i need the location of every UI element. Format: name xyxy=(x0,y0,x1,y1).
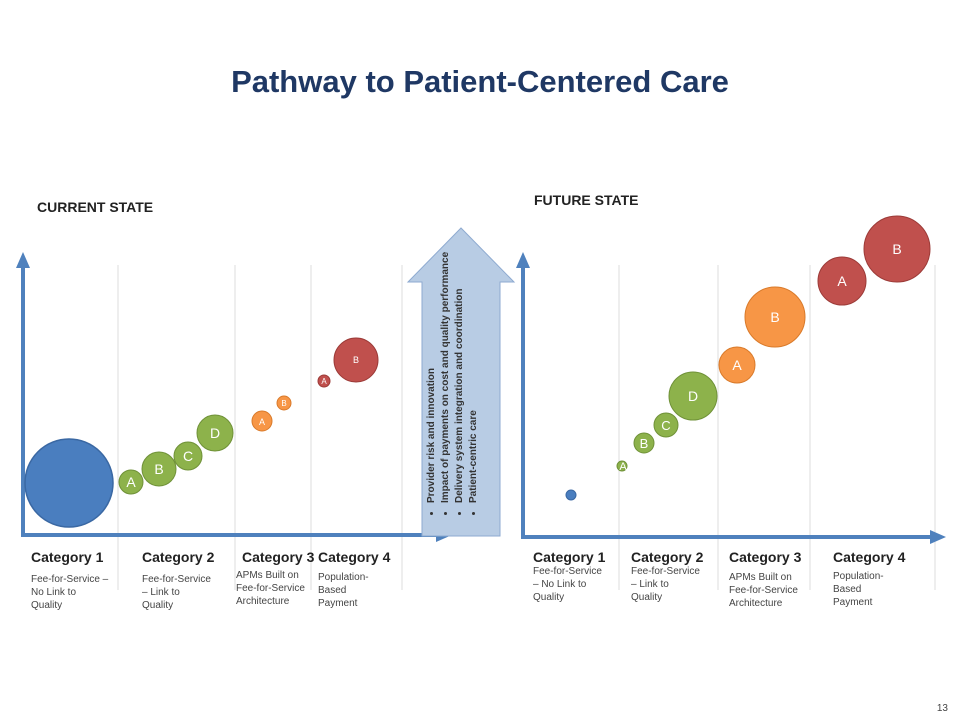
current-category-4-desc: Population- Based Payment xyxy=(318,572,369,609)
future-bubble-cat2-b-label: B xyxy=(640,436,649,451)
future-bubble-cat2-c-label: C xyxy=(661,418,670,433)
future-bubble-cat2-d xyxy=(668,371,718,421)
current-bubbles: A B C D A B A B xyxy=(24,337,379,528)
arrow-item-1: Provider risk and innovation xyxy=(425,245,439,503)
future-bubble-cat3-b xyxy=(744,286,806,348)
future-y-arrowhead xyxy=(516,252,530,268)
arrow-item-4: Patient-centric care xyxy=(467,245,481,503)
future-category-1-desc: Fee-for-Service – No Link to Quality xyxy=(533,566,602,603)
current-bubble-cat4-b xyxy=(333,337,379,383)
future-bubble-cat4-a xyxy=(817,256,867,306)
future-bubble-cat2-c xyxy=(653,412,679,438)
future-bubble-cat2-a-label: A xyxy=(619,461,627,473)
current-bubble-cat2-c-label: C xyxy=(183,448,193,464)
future-bubble-cat4-a-label: A xyxy=(837,273,847,289)
current-category-1-desc: Fee-for-Service – No Link to Quality xyxy=(31,574,109,611)
current-bubble-cat4-b-label: B xyxy=(353,355,359,365)
arrow-item-2: Impact of payments on cost and quality p… xyxy=(439,245,453,503)
progress-arrow-text: Provider risk and innovation Impact of p… xyxy=(425,245,505,515)
current-category-2-label: Category 2 xyxy=(142,549,215,565)
future-bubble-cat2-a xyxy=(616,460,628,472)
arrow-item-3: Delivery system integration and coordina… xyxy=(453,245,467,504)
current-bubble-cat2-c xyxy=(173,441,203,471)
future-x-arrowhead xyxy=(930,530,946,544)
current-bubble-cat2-b xyxy=(141,451,177,487)
future-category-1-label: Category 1 xyxy=(533,549,606,565)
current-bubble-cat4-a-label: A xyxy=(321,377,327,386)
future-bubble-cat3-b-label: B xyxy=(770,309,779,325)
current-bubble-cat2-d-label: D xyxy=(210,425,220,441)
future-category-4-desc: Population- Based Payment xyxy=(833,571,884,608)
current-bubble-cat1 xyxy=(24,438,114,528)
future-bubbles: A B C D A B A B xyxy=(565,215,931,501)
future-bubble-cat2-d-label: D xyxy=(688,388,698,404)
future-bubble-cat1 xyxy=(565,489,577,501)
future-category-2-label: Category 2 xyxy=(631,549,704,565)
progress-arrow-shape xyxy=(406,227,516,537)
current-bubble-cat3-a xyxy=(251,410,273,432)
future-category-4-label: Category 4 xyxy=(833,549,906,565)
page-number: 13 xyxy=(936,703,948,714)
current-state-label: CURRENT STATE xyxy=(37,199,154,215)
page-title: Pathway to Patient-Centered Care xyxy=(231,64,729,99)
future-state-label: FUTURE STATE xyxy=(534,192,639,208)
current-category-2-desc: Fee-for-Service – Link to Quality xyxy=(142,574,211,611)
current-category-3-desc: APMs Built on Fee-for-Service Architectu… xyxy=(236,570,305,607)
future-category-3-desc: APMs Built on Fee-for-Service Architectu… xyxy=(729,572,798,609)
future-bubble-cat3-a xyxy=(718,346,756,384)
future-category-3-label: Category 3 xyxy=(729,549,802,565)
current-bubble-cat3-b xyxy=(276,395,292,411)
current-bubble-cat2-d xyxy=(196,414,234,452)
current-y-arrowhead xyxy=(16,252,30,268)
future-bubble-cat4-b xyxy=(863,215,931,283)
current-bubble-cat2-b-label: B xyxy=(154,461,163,477)
current-bubble-cat3-b-label: B xyxy=(281,399,286,408)
future-bubble-cat3-a-label: A xyxy=(732,357,742,373)
current-category-4-label: Category 4 xyxy=(318,549,391,565)
future-category-2-desc: Fee-for-Service – Link to Quality xyxy=(631,566,700,603)
future-axes xyxy=(516,252,946,544)
future-bubble-cat4-b-label: B xyxy=(892,241,901,257)
current-category-1-label: Category 1 xyxy=(31,549,104,565)
current-bubble-cat2-a-label: A xyxy=(126,474,136,490)
current-bubble-cat4-a xyxy=(317,374,331,388)
future-bubble-cat2-b xyxy=(633,432,655,454)
current-bubble-cat3-a-label: A xyxy=(259,417,265,427)
current-bubble-cat2-a xyxy=(118,469,144,495)
current-category-3-label: Category 3 xyxy=(242,549,315,565)
